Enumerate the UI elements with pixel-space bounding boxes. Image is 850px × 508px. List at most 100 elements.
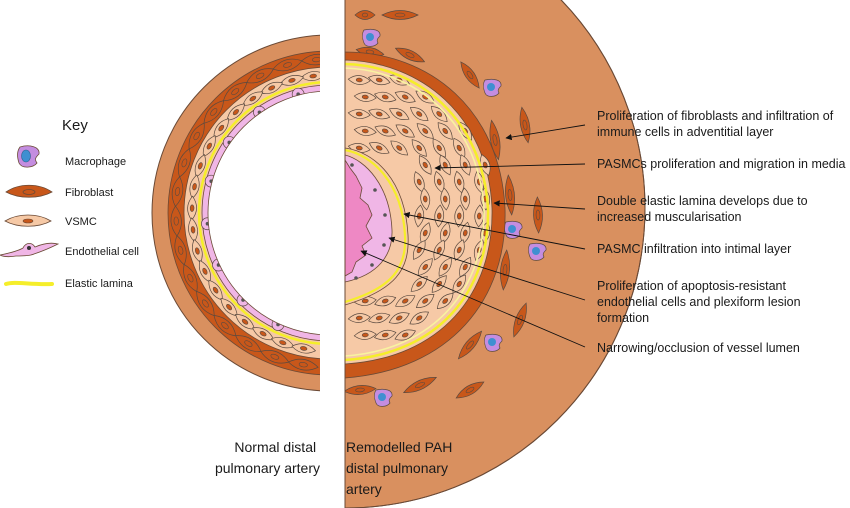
vsmc-cell	[395, 124, 415, 138]
macrophage-cell	[528, 242, 547, 261]
vsmc-cell	[374, 295, 397, 307]
key-label-vsmc: VSMC	[65, 216, 97, 228]
vsmc-cell	[460, 221, 471, 245]
vsmc-cell	[438, 257, 452, 277]
vsmc-cell	[432, 138, 446, 158]
vsmc-cell	[419, 222, 431, 244]
annotation-lumen: Narrowing/occlusion of vessel lumen	[597, 341, 800, 355]
fibroblast-cell	[196, 290, 215, 317]
fibroblast-cell	[354, 10, 376, 20]
endothelial-nucleus	[383, 213, 387, 217]
vsmc-cell	[368, 142, 390, 154]
fibroblast-cell	[460, 61, 480, 89]
caption-normal: Normal distal pulmonary artery	[215, 439, 320, 476]
endothelial-nucleus	[350, 163, 354, 167]
vsmc-cell	[291, 343, 317, 354]
vsmc-cell	[300, 71, 320, 81]
vsmc-cell	[220, 297, 238, 317]
vsmc-cell	[187, 195, 197, 221]
annotations: Proliferation of fibroblasts and infiltr…	[360, 109, 846, 355]
vsmc-cell	[416, 294, 435, 308]
arrow-endothelial	[388, 236, 586, 301]
vsmc-cell	[459, 154, 471, 176]
normal-artery-cross-section	[151, 34, 320, 392]
fibroblast-cell	[381, 10, 419, 20]
fibroblast-cell	[260, 350, 290, 364]
macrophage-icon	[17, 145, 40, 168]
vsmc-cell	[390, 140, 409, 156]
fibroblast-cell	[345, 385, 377, 395]
vsmc-cell	[437, 122, 453, 140]
vsmc-cell	[226, 103, 246, 121]
vsmc-cell	[394, 329, 416, 341]
pah-lumen	[345, 159, 373, 277]
vsmc-cell	[439, 154, 452, 176]
vsmc-cell	[459, 256, 472, 278]
fibroblast-cell	[203, 100, 225, 124]
pah-artery-cross-section	[345, 0, 646, 508]
vsmc-cell	[347, 75, 371, 85]
fibroblast-cell	[489, 119, 501, 161]
fibroblast-cell	[500, 249, 510, 291]
vsmc-cell	[270, 337, 295, 349]
vsmc-cell	[417, 258, 433, 276]
annotation-adventitia: Proliferation of fibroblasts and infiltr…	[597, 109, 837, 139]
vsmc-cell	[389, 108, 410, 120]
fibroblast-cell	[513, 302, 527, 338]
arrow-adventitia	[505, 124, 586, 141]
fibroblast-cell	[455, 381, 485, 399]
pah-adventitia-outer	[345, 0, 646, 508]
fibroblast-cell	[505, 174, 515, 216]
vsmc-cell	[235, 313, 255, 330]
fibroblast-cell	[170, 205, 182, 237]
fibroblast-cell	[457, 330, 483, 360]
elastic-lamina-icon	[4, 280, 54, 287]
macrophage-cell	[483, 78, 502, 97]
vsmc-cell	[453, 137, 466, 159]
fibroblast-cell	[213, 314, 237, 337]
vsmc-cell	[388, 312, 410, 324]
fibroblast-cell	[287, 358, 319, 371]
vsmc-cell	[213, 118, 230, 138]
fibroblast-cell	[174, 235, 187, 266]
fibroblast-cell	[301, 54, 320, 66]
key-legend: Key Macrophage Fibroblast VSMC Endotheli…	[0, 117, 139, 290]
normal-elastic-lamina	[197, 81, 320, 345]
macrophage-cell	[374, 388, 393, 407]
vsmc-cell	[430, 106, 448, 122]
vsmc-cell	[194, 153, 206, 178]
vsmc-cell	[367, 74, 391, 86]
vsmc-cell	[433, 239, 445, 261]
annotation-endothelial: Proliferation of apoptosis-resistant end…	[597, 279, 804, 325]
vsmc-cell	[260, 81, 284, 94]
vsmc-cell	[418, 155, 432, 175]
normal-lumen	[207, 91, 320, 335]
key-label-macrophage: Macrophage	[65, 156, 126, 168]
vsmc-cell	[373, 329, 397, 341]
fibroblast-cell	[246, 68, 274, 84]
fibroblast-cell	[394, 47, 426, 63]
vsmc-cell	[409, 107, 429, 121]
endothelial-nucleus	[382, 243, 386, 247]
vsmc-cell	[353, 330, 377, 340]
key-label-fibroblast: Fibroblast	[65, 187, 113, 199]
fibroblast-cell	[402, 377, 438, 393]
vsmc-cell	[454, 204, 465, 228]
vsmc-cell	[374, 125, 397, 137]
key-label-elastic-lamina: Elastic lamina	[65, 278, 134, 290]
vsmc-cell	[279, 75, 305, 86]
arrow-intima	[403, 211, 586, 250]
vsmc-cell	[440, 187, 451, 211]
endothelial-nucleus	[370, 263, 374, 267]
vsmc-cell	[368, 108, 391, 120]
vsmc-cell	[188, 217, 198, 243]
annotation-media: PASMCs proliferation and migration in me…	[597, 157, 846, 171]
vsmc-cell	[474, 204, 485, 228]
key-label-endothelial-cell: Endothelial cell	[65, 246, 139, 258]
arrow-media	[434, 163, 586, 171]
macrophage-cell	[362, 28, 381, 47]
vsmc-cell	[479, 154, 491, 176]
endothelial-cell-icon	[0, 242, 60, 258]
vsmc-cell	[394, 91, 416, 103]
vsmc-cell	[413, 171, 425, 193]
